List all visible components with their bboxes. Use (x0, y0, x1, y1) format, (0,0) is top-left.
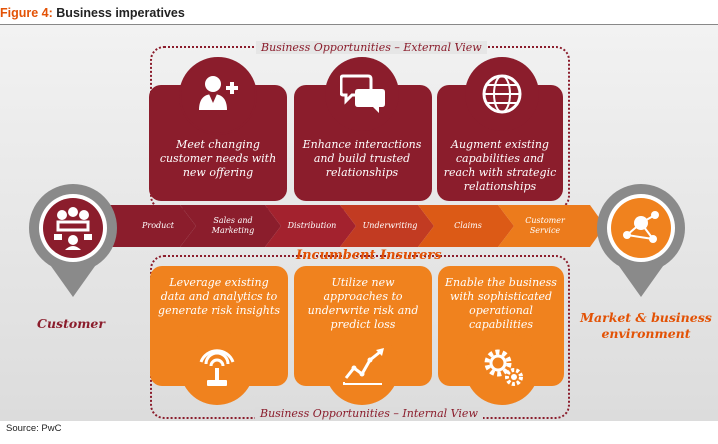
bottom-card-2-icon-circle (325, 331, 399, 405)
network-nodes-icon (623, 211, 659, 243)
top-card-2-text: Enhance interactions and build trusted r… (302, 138, 422, 179)
source-note: Source: PwC (6, 423, 62, 434)
chevron-customer-service (498, 205, 605, 247)
signal-joystick-icon (199, 349, 235, 386)
chain-step-underwriting: Underwriting (362, 221, 418, 230)
gears-icon (484, 349, 523, 386)
chevron-claims (418, 205, 514, 247)
market-label-line2: environment (601, 326, 691, 341)
chain-step-customer-service: Customer Service (525, 216, 565, 235)
incumbent-insurers-label: Incumbent Insurers (296, 248, 442, 263)
figure-title: Figure 4: Business imperatives (0, 6, 185, 20)
figure-number: Figure 4: (0, 6, 53, 20)
chevron-sales-marketing (180, 205, 281, 247)
external-view-label: Business Opportunities – External View (256, 41, 487, 54)
people-group-icon (54, 207, 92, 250)
chevron-distribution (265, 205, 356, 247)
chat-bubbles-icon (340, 74, 385, 113)
bottom-card-2-text: Utilize new approaches to underwrite ris… (307, 276, 419, 331)
bottom-card-3-text: Enable the business with sophisticated o… (445, 276, 557, 331)
customer-label: Customer (37, 316, 105, 331)
line-chart-icon (343, 348, 384, 385)
chain-step-claims: Claims (454, 221, 482, 230)
top-card-1-text: Meet changing customer needs with new of… (159, 138, 277, 179)
bottom-card-1-text: Leverage existing data and analytics to … (158, 276, 280, 317)
figure-title-text: Business imperatives (56, 6, 185, 20)
chevron-product (100, 205, 196, 247)
top-card-3-text: Augment existing capabilities and reach … (443, 138, 557, 193)
chain-step-product: Product (142, 221, 174, 230)
chevron-underwriting (340, 205, 434, 247)
person-plus-icon (199, 76, 238, 110)
internal-view-label: Business Opportunities – Internal View (255, 407, 483, 420)
value-chain (100, 205, 605, 247)
chain-step-distribution: Distribution (287, 221, 337, 230)
globe-icon (482, 74, 522, 114)
market-label: Market & business environment (576, 310, 716, 342)
chain-step-sales-marketing: Sales and Marketing (211, 216, 255, 235)
title-divider (0, 24, 718, 25)
market-label-line1: Market & business (580, 310, 712, 325)
